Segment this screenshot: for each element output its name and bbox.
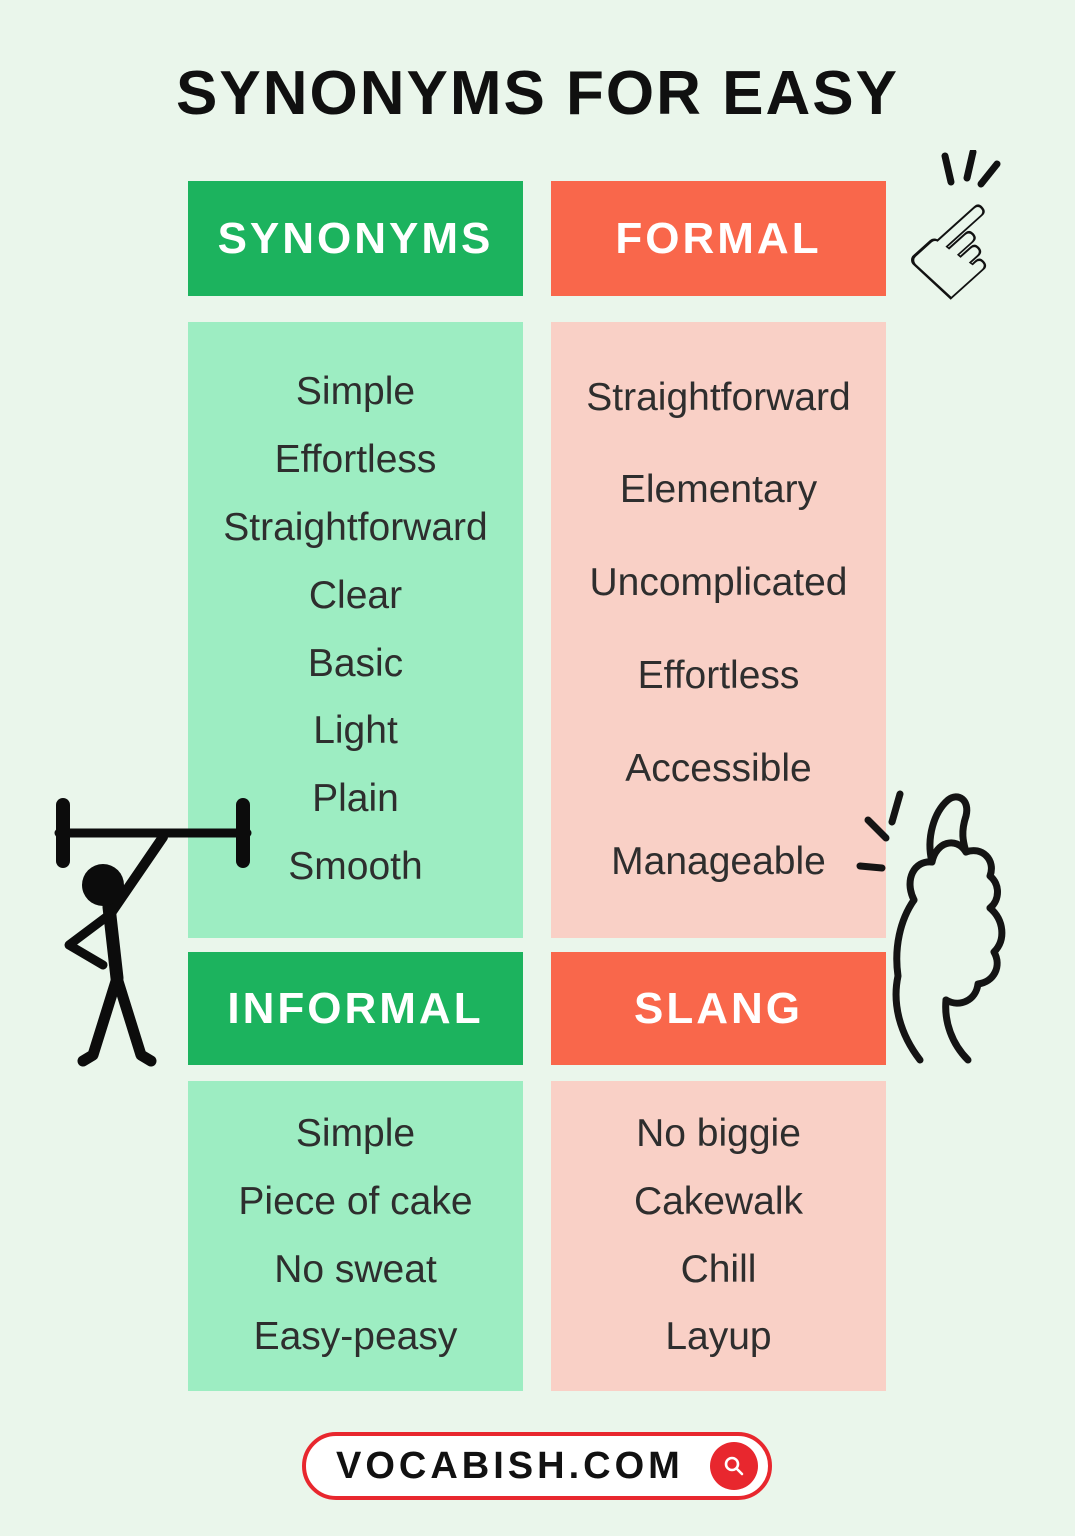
- page-title: SYNONYMS FOR EASY: [176, 59, 899, 128]
- section-header-label: INFORMAL: [227, 983, 484, 1033]
- word-item: Plain: [312, 777, 399, 821]
- word-item: Light: [313, 709, 398, 753]
- pointing-hand-glyph: ☞: [870, 159, 1052, 342]
- section-header-formal: FORMAL: [551, 181, 886, 296]
- word-item: Straightforward: [223, 505, 488, 549]
- informal-word-list: Simple Piece of cake No sweat Easy-peasy: [188, 1081, 523, 1391]
- formal-word-list: Straightforward Elementary Uncomplicated…: [551, 322, 886, 938]
- word-item: Effortless: [637, 654, 800, 697]
- site-label: VOCABISH.COM: [336, 1444, 684, 1487]
- search-icon: [710, 1442, 758, 1490]
- word-item: Manageable: [611, 839, 826, 883]
- section-header-label: FORMAL: [615, 213, 822, 263]
- word-item: Piece of cake: [238, 1179, 473, 1223]
- site-badge: VOCABISH.COM: [302, 1432, 772, 1500]
- word-item: Effortless: [274, 438, 437, 482]
- word-item: Uncomplicated: [589, 561, 848, 605]
- word-item: Easy-peasy: [253, 1315, 458, 1359]
- section-header-label: SYNONYMS: [217, 213, 494, 263]
- pointing-hand-icon: ☞: [871, 150, 1065, 342]
- word-item: Layup: [665, 1315, 772, 1359]
- word-item: Cakewalk: [633, 1179, 804, 1223]
- weightlifter-icon: [54, 798, 252, 1067]
- snap-fingers-icon: [856, 790, 1006, 1064]
- section-header-synonyms: SYNONYMS: [188, 181, 523, 296]
- word-item: Smooth: [288, 844, 423, 888]
- section-header-slang: SLANG: [551, 952, 886, 1065]
- word-item: Simple: [295, 1111, 416, 1155]
- word-item: Basic: [307, 641, 404, 685]
- word-item: Accessible: [625, 746, 812, 790]
- section-header-label: SLANG: [634, 983, 803, 1033]
- word-item: Elementary: [619, 468, 818, 512]
- section-header-informal: INFORMAL: [188, 952, 523, 1065]
- synonyms-word-list: Simple Effortless Straightforward Clear …: [188, 322, 523, 938]
- word-item: Simple: [295, 370, 416, 414]
- word-item: No sweat: [274, 1247, 437, 1291]
- word-item: No biggie: [636, 1111, 801, 1155]
- click-burst-icon: [941, 150, 1001, 188]
- slang-word-list: No biggie Cakewalk Chill Layup: [551, 1081, 886, 1391]
- word-item: Clear: [308, 573, 403, 617]
- word-item: Chill: [680, 1247, 757, 1291]
- word-item: Straightforward: [586, 375, 851, 419]
